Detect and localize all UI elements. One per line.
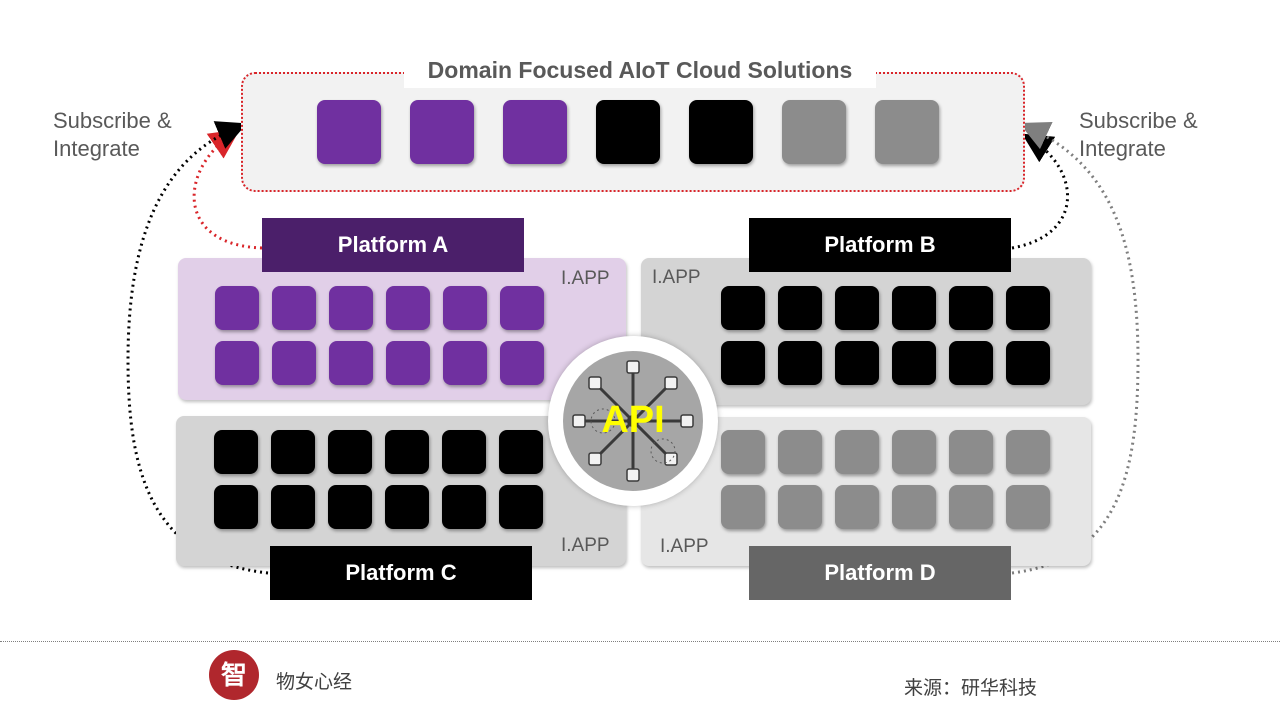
- platform-c-app-tile: [499, 485, 543, 529]
- arrow-d-to-cloud: [1011, 121, 1140, 575]
- platform-c-app-tile: [328, 485, 372, 529]
- platform-c-iapp-tag: I.APP: [561, 535, 610, 556]
- platform-d-app-tile: [778, 485, 822, 529]
- platform-a-app-tile: [443, 286, 487, 330]
- platform-c-app-tile: [214, 430, 258, 474]
- platform-b-app-tile: [1006, 286, 1050, 330]
- api-label: API: [601, 399, 665, 441]
- platform-d-app-tile: [778, 430, 822, 474]
- platform-a-app-tile: [215, 286, 259, 330]
- cloud-solutions-title: Domain Focused AIoT Cloud Solutions: [404, 52, 876, 88]
- cloud-app-purple-3: [503, 100, 567, 164]
- platform-c-app-tile: [442, 485, 486, 529]
- platform-c-app-tile: [385, 430, 429, 474]
- cloud-app-black-2: [689, 100, 753, 164]
- platform-b-app-tile: [835, 286, 879, 330]
- platform-d-app-tile: [949, 430, 993, 474]
- platform-b-app-tile: [949, 286, 993, 330]
- platform-d-title: Platform D: [749, 546, 1011, 600]
- platform-b-app-tile: [892, 341, 936, 385]
- platform-a-title: Platform A: [262, 218, 524, 272]
- arrow-b-to-cloud: [1011, 133, 1069, 250]
- source-credit: 来源：研华科技: [904, 678, 1038, 699]
- cloud-app-purple-1: [317, 100, 381, 164]
- platform-a-app-tile: [500, 286, 544, 330]
- platform-a-iapp-tag: I.APP: [561, 268, 610, 289]
- platform-d-app-tile: [1006, 430, 1050, 474]
- platform-b-app-tile: [835, 341, 879, 385]
- platform-b-iapp-tag: I.APP: [652, 267, 701, 288]
- brand-name: 物女心经: [276, 672, 353, 693]
- brand-logo: 智: [209, 650, 259, 700]
- platform-d-app-tile: [949, 485, 993, 529]
- platform-a-app-tile: [272, 286, 316, 330]
- platform-b-app-tile: [721, 286, 765, 330]
- footer-divider: [0, 641, 1280, 642]
- platform-d-app-tile: [892, 485, 936, 529]
- platform-c-app-tile: [442, 430, 486, 474]
- cloud-app-black-1: [596, 100, 660, 164]
- platform-b-title: Platform B: [749, 218, 1011, 272]
- platform-d-app-tile: [1006, 485, 1050, 529]
- platform-c-title: Platform C: [270, 546, 532, 600]
- platform-d-app-tile: [835, 430, 879, 474]
- platform-a-app-tile: [272, 341, 316, 385]
- connector-plug-icon: [572, 360, 694, 482]
- platform-b-app-tile: [778, 286, 822, 330]
- cloud-app-gray-2: [875, 100, 939, 164]
- platform-b-app-tile: [949, 341, 993, 385]
- cloud-app-gray-1: [782, 100, 846, 164]
- platform-a-app-tile: [329, 286, 373, 330]
- platform-a-app-tile: [329, 341, 373, 385]
- platform-d-app-tile: [721, 430, 765, 474]
- platform-c-app-tile: [271, 485, 315, 529]
- platform-b-app-tile: [1006, 341, 1050, 385]
- platform-d-app-tile: [892, 430, 936, 474]
- subscribe-integrate-label-right: Subscribe &Integrate: [1079, 108, 1198, 161]
- cloud-app-purple-2: [410, 100, 474, 164]
- platform-a-app-tile: [386, 286, 430, 330]
- platform-d-app-tile: [721, 485, 765, 529]
- platform-b-app-tile: [892, 286, 936, 330]
- platform-b-app-tile: [721, 341, 765, 385]
- platform-c-app-tile: [271, 430, 315, 474]
- platform-a-app-tile: [215, 341, 259, 385]
- platform-c-app-tile: [385, 485, 429, 529]
- subscribe-integrate-label-left: Subscribe &Integrate: [53, 108, 172, 161]
- platform-a-app-tile: [500, 341, 544, 385]
- platform-c-app-tile: [328, 430, 372, 474]
- platform-c-app-tile: [214, 485, 258, 529]
- platform-b-app-tile: [778, 341, 822, 385]
- platform-d-app-tile: [835, 485, 879, 529]
- platform-d-iapp-tag: I.APP: [660, 536, 709, 557]
- platform-a-app-tile: [386, 341, 430, 385]
- platform-c-app-tile: [499, 430, 543, 474]
- platform-a-app-tile: [443, 341, 487, 385]
